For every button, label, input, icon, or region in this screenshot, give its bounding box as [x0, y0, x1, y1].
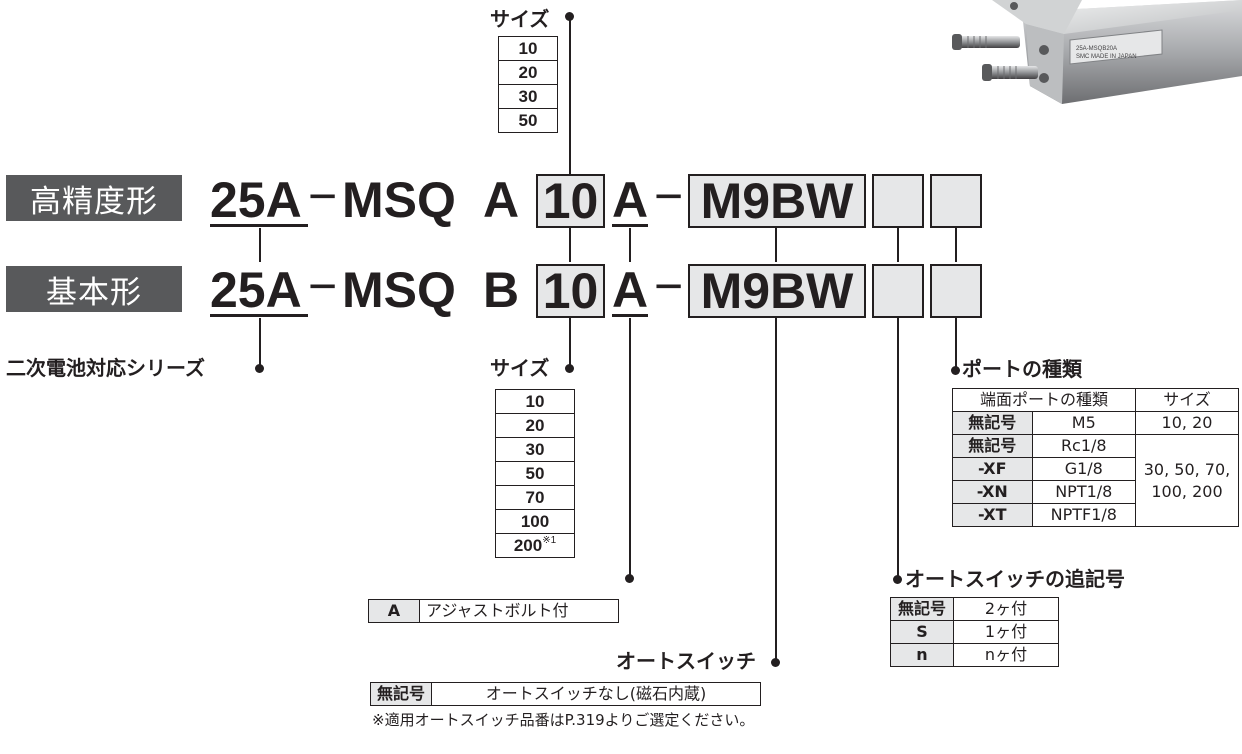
suffix-box: [872, 174, 924, 228]
port-thread-cell: NPTF1/8: [1031, 503, 1137, 527]
port-thread-cell: Rc1/8: [1031, 434, 1137, 458]
top-size-value: 20: [498, 60, 558, 85]
adjust-underline: [612, 224, 648, 227]
bottom-size-value: 200: [513, 536, 543, 555]
top-size-value: 30: [498, 84, 558, 109]
adjust-code: A: [612, 172, 649, 228]
footnote-mark: ※1: [542, 535, 557, 546]
connector-line: [569, 228, 571, 262]
size-code-box: 10: [536, 174, 605, 228]
connector-line: [955, 228, 957, 262]
port-thread-cell: G1/8: [1031, 457, 1137, 481]
connector-line: [775, 228, 777, 262]
auto-switch-dot: [771, 658, 780, 667]
bottom-size-label: サイズ: [490, 356, 550, 380]
top-size-table: 10 20 30 50: [498, 36, 558, 133]
prefix-underline: [210, 224, 308, 227]
port-thread-cell: NPT1/8: [1031, 480, 1137, 504]
connector-line: [569, 16, 571, 176]
battery-series-label: 二次電池対応シリーズ: [6, 356, 205, 380]
auto-switch-note: ※適用オートスイッチ品番はP.319よりご選定ください。: [372, 711, 755, 729]
adjust-code-cell: A: [368, 599, 420, 623]
suffix-value-cell: nヶ付: [953, 643, 1059, 667]
top-size-value: 50: [498, 108, 558, 133]
bottom-size-value-200: 200※1: [495, 533, 575, 558]
adjust-dot: [625, 574, 634, 583]
adjust-desc-cell: アジャストボルト付: [419, 599, 619, 623]
bottom-size-value: 30: [495, 437, 575, 462]
port-header-type: 端面ポートの種類: [952, 388, 1136, 412]
connector-line: [569, 318, 571, 368]
bottom-size-value: 50: [495, 461, 575, 486]
high-precision-badge: 高精度形: [6, 175, 182, 221]
auto-switch-table: 無記号 オートスイッチなし(磁石内蔵): [369, 682, 762, 706]
switch-code-box: M9BW: [688, 174, 866, 228]
connector-line: [259, 318, 261, 368]
auto-switch-code-cell: 無記号: [369, 682, 433, 706]
suffix-code-cell: 無記号: [890, 597, 954, 621]
dash: −: [308, 168, 338, 224]
connector-line: [897, 228, 899, 262]
suffix-code-cell: S: [890, 620, 954, 644]
connector-line: [897, 318, 899, 580]
bottom-size-value: 10: [495, 389, 575, 414]
dash: −: [308, 258, 338, 314]
port-code-cell: -XT: [952, 503, 1033, 527]
port-code-cell: -XN: [952, 480, 1033, 504]
port-merged-size-cell: 30, 50, 70, 100, 200: [1135, 434, 1239, 527]
series-code: MSQ: [342, 172, 456, 228]
suffix-value-cell: 2ヶ付: [953, 597, 1059, 621]
bottom-size-value: 100: [495, 509, 575, 534]
series-code: MSQ: [342, 262, 456, 318]
type-code: B: [483, 262, 520, 318]
top-size-label: サイズ: [490, 7, 550, 31]
type-code: A: [483, 172, 520, 228]
product-photo: 25A-MSQB20A SMC MADE IN JAPAN: [952, 0, 1242, 110]
dash: −: [654, 258, 684, 314]
prefix-underline: [210, 314, 308, 317]
switch-suffix-table: 無記号 2ヶ付 S 1ヶ付 n nヶ付: [890, 597, 1059, 667]
port-size-cell: 10, 20: [1135, 411, 1239, 435]
bottom-size-value: 20: [495, 413, 575, 438]
suffix-value-cell: 1ヶ付: [953, 620, 1059, 644]
prefix-code: 25A: [210, 172, 302, 228]
switch-suffix-dot: [893, 575, 902, 584]
adjust-bolt-table: A アジャストボルト付: [368, 599, 619, 623]
port-type-label: ポートの種類: [962, 357, 1082, 381]
port-thread-cell: M5: [1031, 411, 1137, 435]
adjust-underline: [612, 314, 648, 317]
port-type-table: 端面ポートの種類 サイズ 無記号 M5 10, 20 無記号 Rc1/8 30,…: [952, 388, 1239, 527]
size-code-box: 10: [536, 264, 605, 318]
bottom-size-dot: [565, 364, 574, 373]
connector-line: [955, 318, 957, 370]
port-code-cell: 無記号: [952, 411, 1033, 435]
dash: −: [654, 168, 684, 224]
port-box: [930, 174, 982, 228]
battery-dot: [255, 364, 264, 373]
basic-badge: 基本形: [6, 266, 182, 312]
switch-suffix-label: オートスイッチの追記号: [905, 567, 1125, 591]
auto-switch-label: オートスイッチ: [616, 649, 756, 673]
suffix-box: [872, 264, 924, 318]
port-header-size: サイズ: [1135, 388, 1239, 412]
nameplate-text-2: SMC MADE IN JAPAN: [1076, 54, 1137, 60]
suffix-code-cell: n: [890, 643, 954, 667]
connector-line: [259, 228, 261, 262]
connector-line: [775, 318, 777, 662]
switch-code-box: M9BW: [688, 264, 866, 318]
top-size-value: 10: [498, 36, 558, 61]
port-code-cell: 無記号: [952, 434, 1033, 458]
port-code-cell: -XF: [952, 457, 1033, 481]
connector-line: [629, 228, 631, 262]
bottom-size-table: 10 20 30 50 70 100 200※1: [495, 389, 575, 558]
nameplate-text-1: 25A-MSQB20A: [1076, 46, 1117, 52]
port-box: [930, 264, 982, 318]
rotary-actuator-icon: 25A-MSQB20A SMC MADE IN JAPAN: [952, 0, 1242, 104]
auto-switch-desc-cell: オートスイッチなし(磁石内蔵): [431, 682, 762, 706]
adjust-code: A: [612, 262, 649, 318]
port-type-dot: [951, 366, 960, 375]
bottom-size-value: 70: [495, 485, 575, 510]
prefix-code: 25A: [210, 262, 302, 318]
connector-line: [629, 318, 631, 578]
